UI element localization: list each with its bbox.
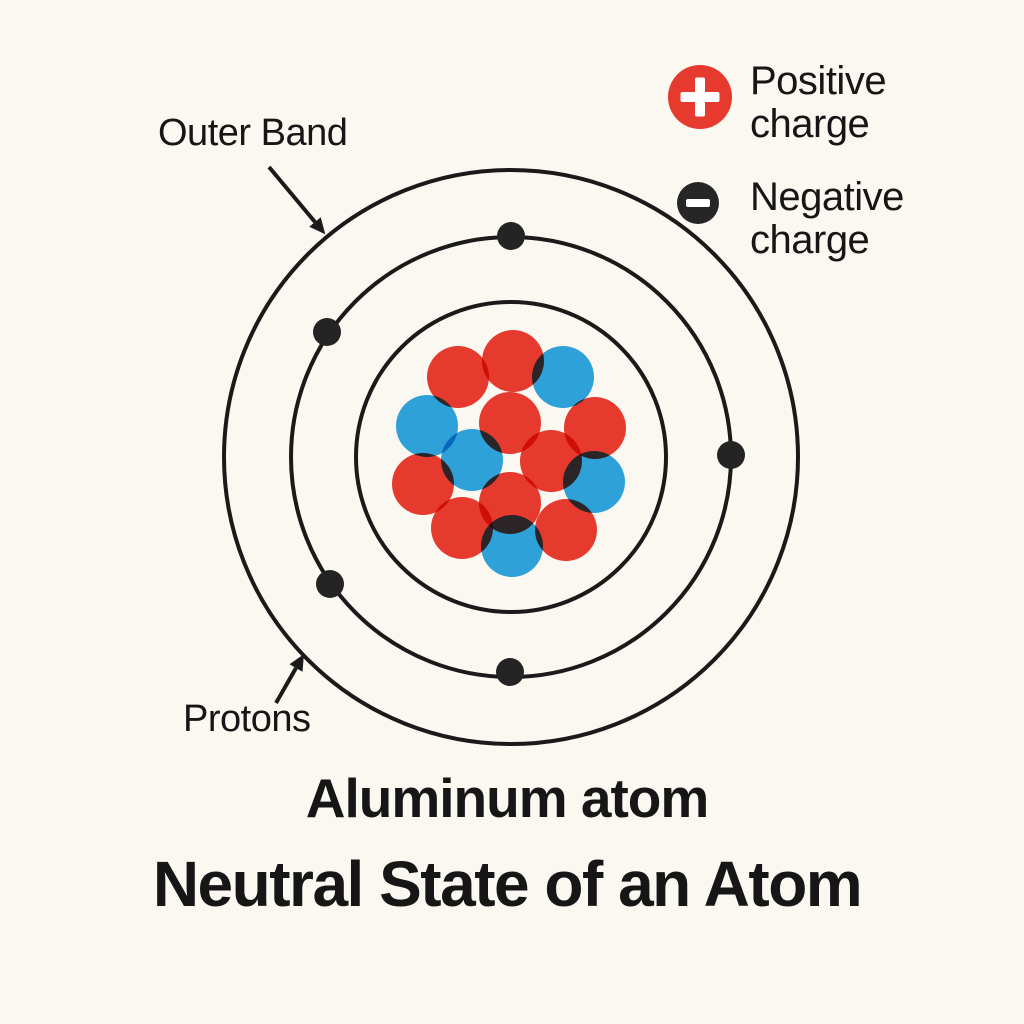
page-title: Neutral State of an Atom <box>152 848 863 920</box>
outer-band-arrow <box>267 165 326 235</box>
electron-dot-1 <box>497 222 525 250</box>
protons-label: Protons <box>183 698 311 740</box>
nucleus <box>392 330 626 577</box>
positive-charge-icon <box>668 65 732 129</box>
electron-dot-3 <box>717 441 745 469</box>
negative-charge-label: Negative charge <box>750 175 904 262</box>
neutron-circle-2 <box>396 395 458 457</box>
neutron-circle-4 <box>563 451 625 513</box>
proton-circle-4 <box>564 397 626 459</box>
neutron-circle-5 <box>481 515 543 577</box>
neutron-circle-3 <box>441 429 503 491</box>
orbit-circle-1 <box>354 300 668 614</box>
orbit-circle-3 <box>222 168 800 746</box>
proton-circle-1 <box>427 346 489 408</box>
outer-band-arrow-shaft <box>267 165 317 224</box>
protons-arrow-shaft <box>274 667 298 704</box>
subtitle: Aluminum atom <box>305 767 710 829</box>
proton-circle-3 <box>479 392 541 454</box>
negative-charge-icon <box>677 182 719 224</box>
electron-dot-2 <box>313 318 341 346</box>
neutron-circle-1 <box>532 346 594 408</box>
protons-arrow <box>274 654 304 704</box>
electron-dot-4 <box>316 570 344 598</box>
proton-circle-9 <box>535 499 597 561</box>
positive-charge-label: Positive charge <box>750 59 887 146</box>
proton-circle-2 <box>482 330 544 392</box>
proton-circle-5 <box>392 453 454 515</box>
electron-dot-5 <box>496 658 524 686</box>
proton-circle-8 <box>431 497 493 559</box>
outer-band-label: Outer Band <box>158 112 348 154</box>
protons-arrow-head <box>289 654 304 672</box>
outer-band-arrow-head <box>309 217 326 235</box>
